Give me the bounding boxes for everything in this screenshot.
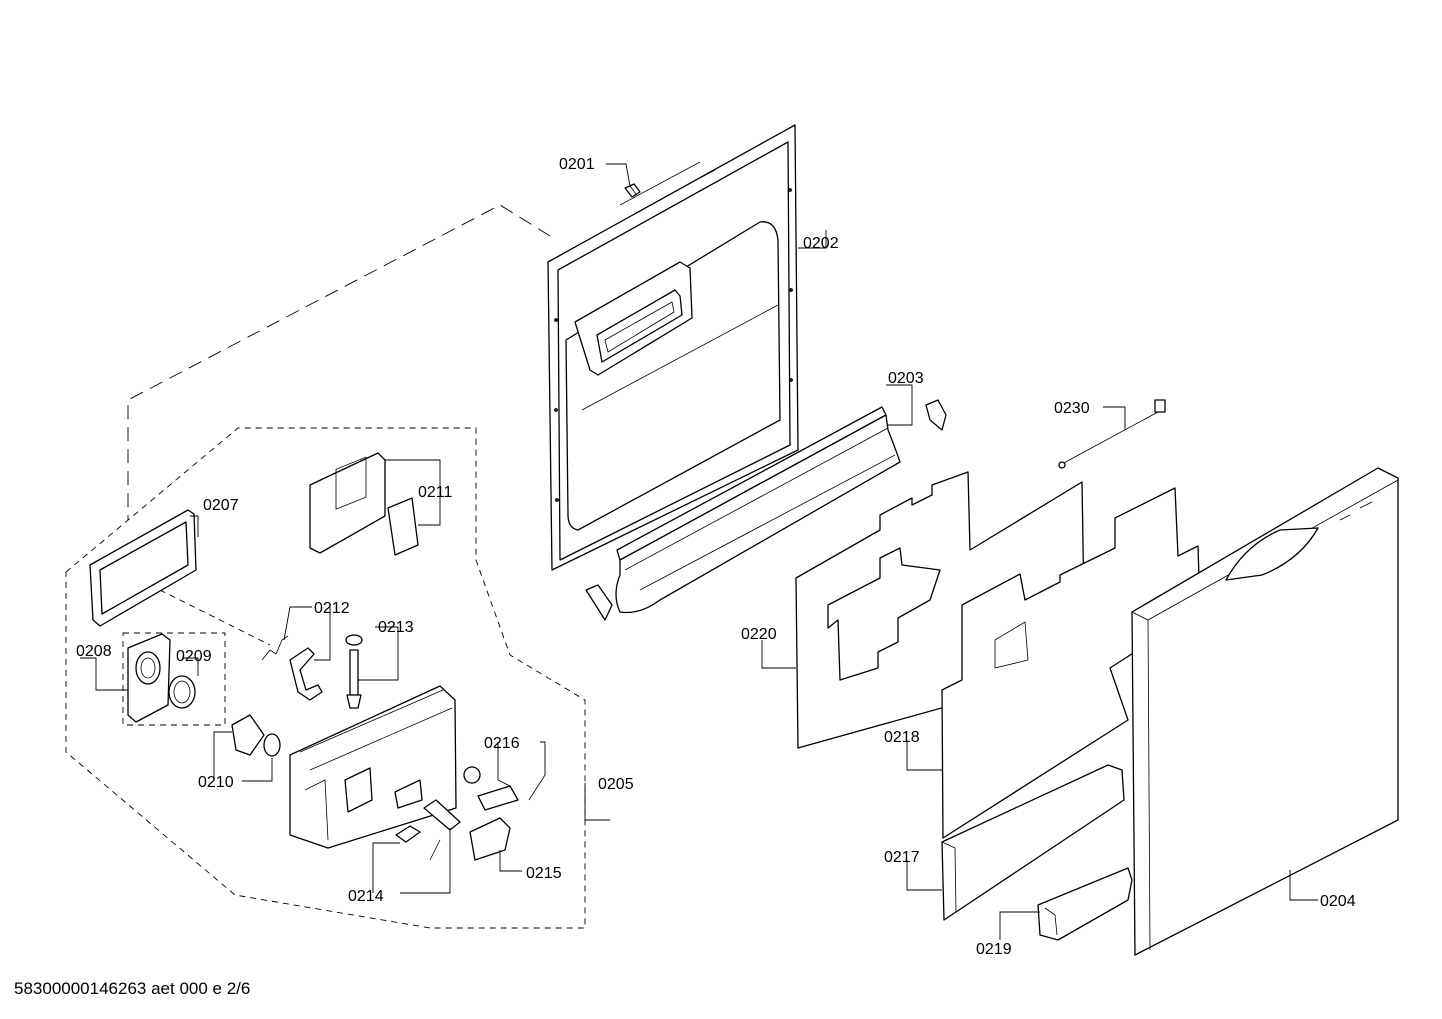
label-0211[interactable]: 0211 <box>418 484 453 501</box>
insulation-panel-middle[interactable] <box>941 487 1201 839</box>
label-0220[interactable]: 0220 <box>741 626 777 643</box>
label-0216[interactable]: 0216 <box>484 735 520 752</box>
valve-pin-0213[interactable] <box>345 634 363 709</box>
label-0205[interactable]: 0205 <box>598 776 634 793</box>
group-outline-door-assembly <box>127 204 551 520</box>
label-0213[interactable]: 0213 <box>378 619 414 636</box>
label-0201[interactable]: 0201 <box>559 156 595 173</box>
label-0219[interactable]: 0219 <box>976 941 1012 958</box>
label-0207[interactable]: 0207 <box>203 497 239 514</box>
dispenser-seal-frame[interactable] <box>89 509 197 627</box>
label-0204[interactable]: 0204 <box>1320 893 1356 910</box>
dispenser-cover-0211[interactable] <box>309 452 419 556</box>
part-labels: 0201 0202 0203 0204 0205 0207 0208 0209 … <box>76 156 1356 958</box>
nozzle-0210[interactable] <box>231 714 281 757</box>
label-0203[interactable]: 0203 <box>888 370 924 387</box>
latch-part-0214[interactable] <box>395 825 441 861</box>
dispenser-body[interactable] <box>289 685 457 849</box>
inner-door-frame[interactable] <box>547 124 799 571</box>
leader-lines <box>80 163 1318 940</box>
label-0217[interactable]: 0217 <box>884 849 920 866</box>
label-0214[interactable]: 0214 <box>348 888 384 905</box>
label-0202[interactable]: 0202 <box>803 235 839 252</box>
label-0215[interactable]: 0215 <box>526 865 562 882</box>
screw-part[interactable] <box>624 183 641 198</box>
label-0230[interactable]: 0230 <box>1054 400 1090 417</box>
label-0209[interactable]: 0209 <box>176 648 212 665</box>
guide-line-0207 <box>149 584 271 646</box>
spring-0216[interactable] <box>423 766 546 831</box>
switch-0215[interactable] <box>469 817 511 861</box>
cable-part[interactable] <box>1058 399 1166 469</box>
label-0212[interactable]: 0212 <box>314 600 350 617</box>
insulation-strip-bottom[interactable] <box>941 764 1125 921</box>
diagram-reference-footer: 58300000146263 aet 000 e 2/6 <box>14 979 251 998</box>
group-outline-0208-0209 <box>122 632 226 726</box>
lever-spring-0212[interactable] <box>261 635 323 701</box>
dispenser-lid[interactable] <box>127 633 171 723</box>
door-rail-strip[interactable] <box>585 399 947 621</box>
label-0218[interactable]: 0218 <box>884 729 920 746</box>
label-0210[interactable]: 0210 <box>198 774 234 791</box>
o-ring-0209[interactable] <box>168 675 196 709</box>
group-outline-dispenser <box>65 427 586 929</box>
outer-door-panel[interactable] <box>1131 467 1399 956</box>
label-0208[interactable]: 0208 <box>76 643 112 660</box>
handle-trim-part[interactable] <box>1037 867 1133 941</box>
